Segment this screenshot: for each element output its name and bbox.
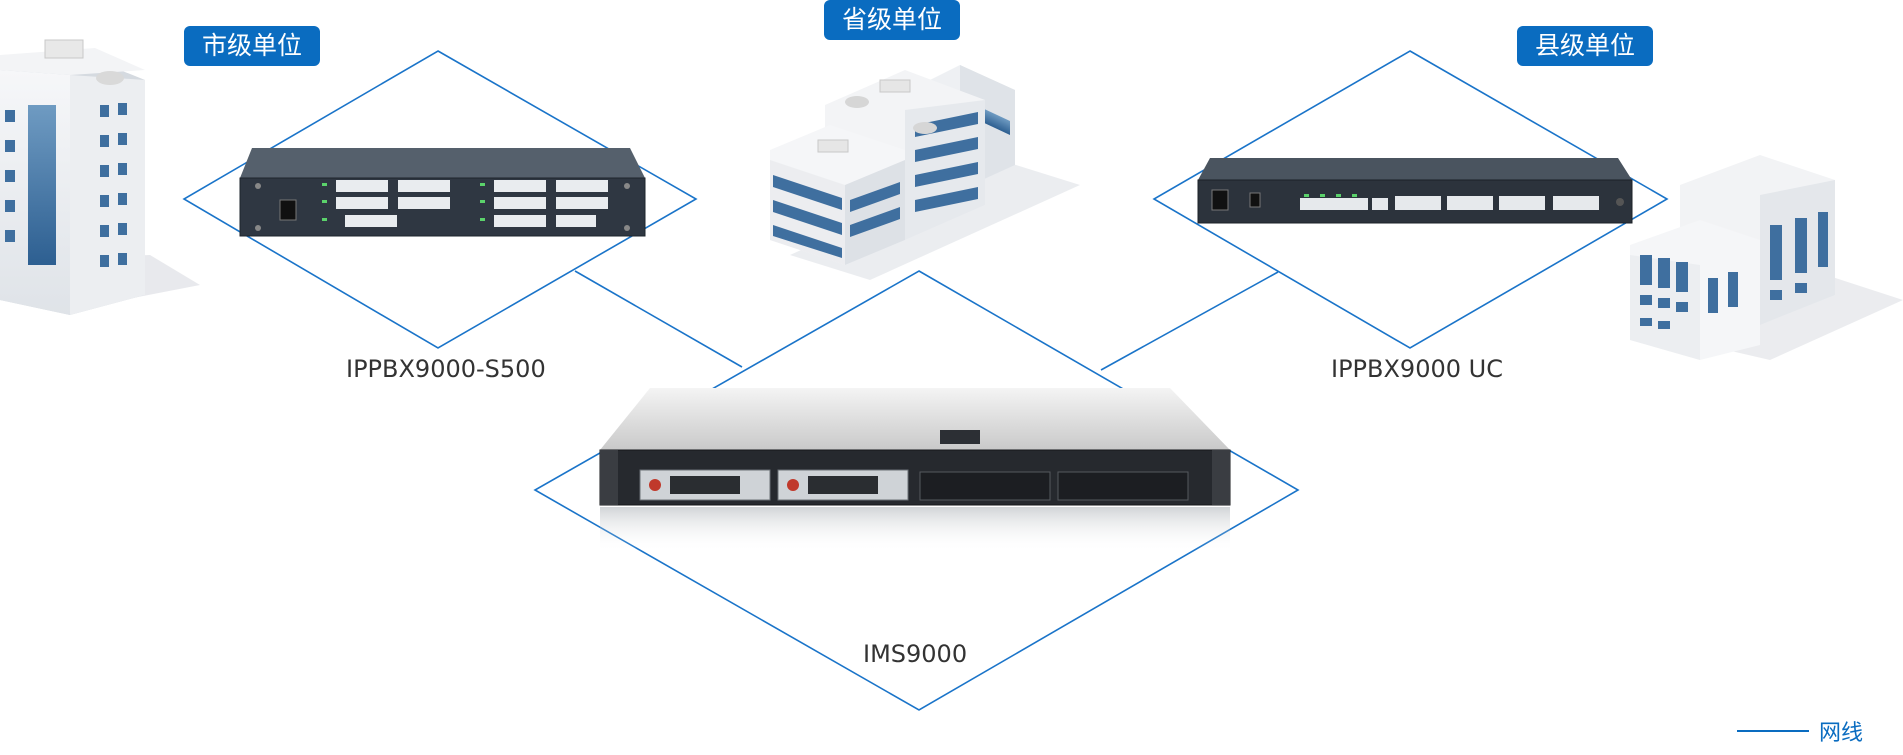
network-links [574, 270, 1279, 371]
ims9000-server-icon [599, 388, 1231, 552]
province-unit-badge: 省级单位 [824, 0, 961, 40]
city-building-icon [0, 39, 200, 315]
legend-line-swatch [1736, 730, 1809, 732]
legend: 网线 [1736, 715, 1863, 747]
ippbx9000-uc-device-icon [1197, 158, 1633, 224]
ippbx9000-s500-label: IPPBX9000-S500 [346, 355, 546, 383]
county-building-icon [1630, 155, 1903, 360]
ippbx9000-uc-label: IPPBX9000 UC [1331, 355, 1503, 383]
province-building-icon [770, 65, 1080, 280]
legend-label: 网线 [1818, 721, 1863, 746]
ims9000-label: IMS9000 [863, 640, 968, 668]
county-unit-badge: 县级单位 [1517, 26, 1654, 66]
network-link-left [574, 270, 743, 368]
zone-right-diamond [1152, 50, 1669, 349]
city-unit-badge: 市级单位 [184, 26, 321, 66]
ippbx9000-s500-device-icon [239, 148, 646, 237]
network-link-right [1100, 271, 1279, 371]
